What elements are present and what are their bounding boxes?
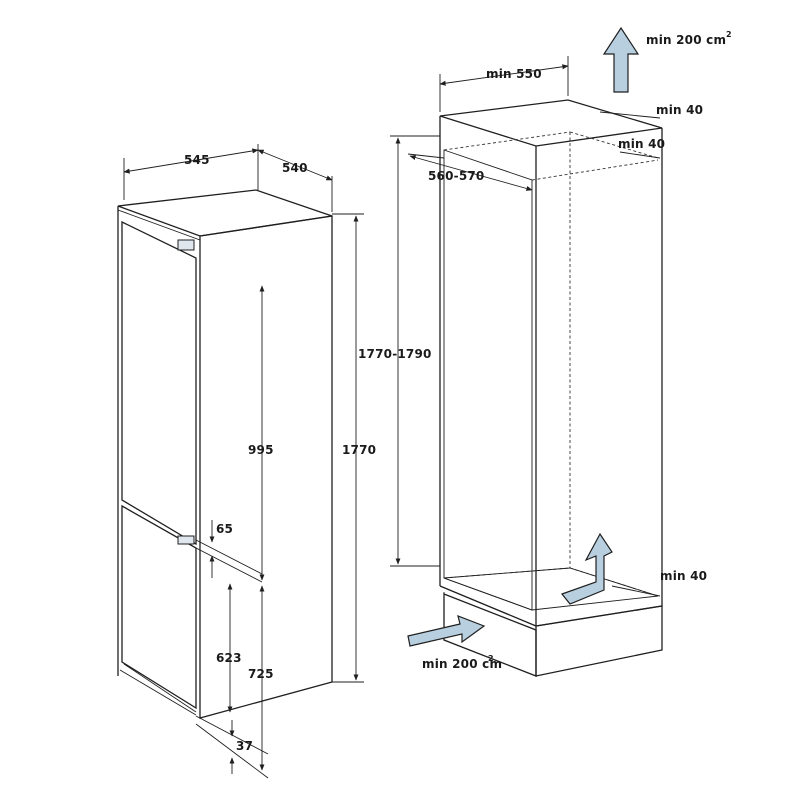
lower-door-label: 623 [216,651,242,665]
arrow-right-icon [407,615,486,647]
dim-depth-540: 540 [257,149,333,212]
upper-door-label: 995 [248,443,274,457]
top-clearance-label: min 40 [656,103,703,117]
dim-upper-995: 995 [248,285,274,581]
side-clearance-label: min 40 [618,137,665,151]
lower-door [121,504,197,710]
niche-height-label: 1770-1790 [358,347,432,361]
fridge-depth-label: 540 [282,161,308,175]
dim-top-clearance: min 40 [599,103,703,119]
fridge-side-face [199,215,333,719]
fridge-height-label: 1770 [342,443,376,457]
dim-niche-width: min 550 [439,56,569,112]
dim-side-clearance: min 40 [618,137,665,159]
fridge-top-face [117,189,333,237]
vent-bottom-sup: 2 [488,654,494,663]
gap-label: 65 [216,522,233,536]
arrow-up-icon [602,26,640,93]
dim-lower-725: 725 [248,585,274,771]
vent-bottom-label: min 200 cm [422,657,502,671]
dim-plinth-37: 37 [195,715,269,779]
bent-arrow-icon [561,532,613,605]
vent-top-sup: 2 [726,30,732,39]
lower-section-label: 725 [248,667,274,681]
vent-intake-arrow: min 200 cm 2 [407,615,502,671]
niche-depth-label: 560-570 [428,169,484,183]
upper-door [121,220,197,546]
niche-inner-front [443,149,533,611]
dim-niche-depth: 560-570 [407,153,533,191]
dim-lower-623: 623 [216,583,242,713]
niche-width-label: min 550 [486,67,542,81]
dim-gap-65: 65 [195,520,263,583]
dim-width-545: 545 [123,144,259,200]
dim-height-1770: 1770 [332,213,376,683]
fridge-appliance [117,189,333,719]
dim-bottom-clearance: min 40 [611,569,707,597]
upper-hinge [177,239,195,251]
dim-niche-height: 1770-1790 [358,135,440,567]
lower-hinge [177,535,195,545]
plinth-label: 37 [236,739,253,753]
niche-plinth-side [535,605,663,677]
bottom-clearance-label: min 40 [660,569,707,583]
vent-top-label: min 200 cm [646,33,726,47]
vent-up-arrow: min 200 cm 2 [602,26,732,93]
airflow-inner-arrow [561,532,613,605]
fridge-width-label: 545 [184,153,210,167]
